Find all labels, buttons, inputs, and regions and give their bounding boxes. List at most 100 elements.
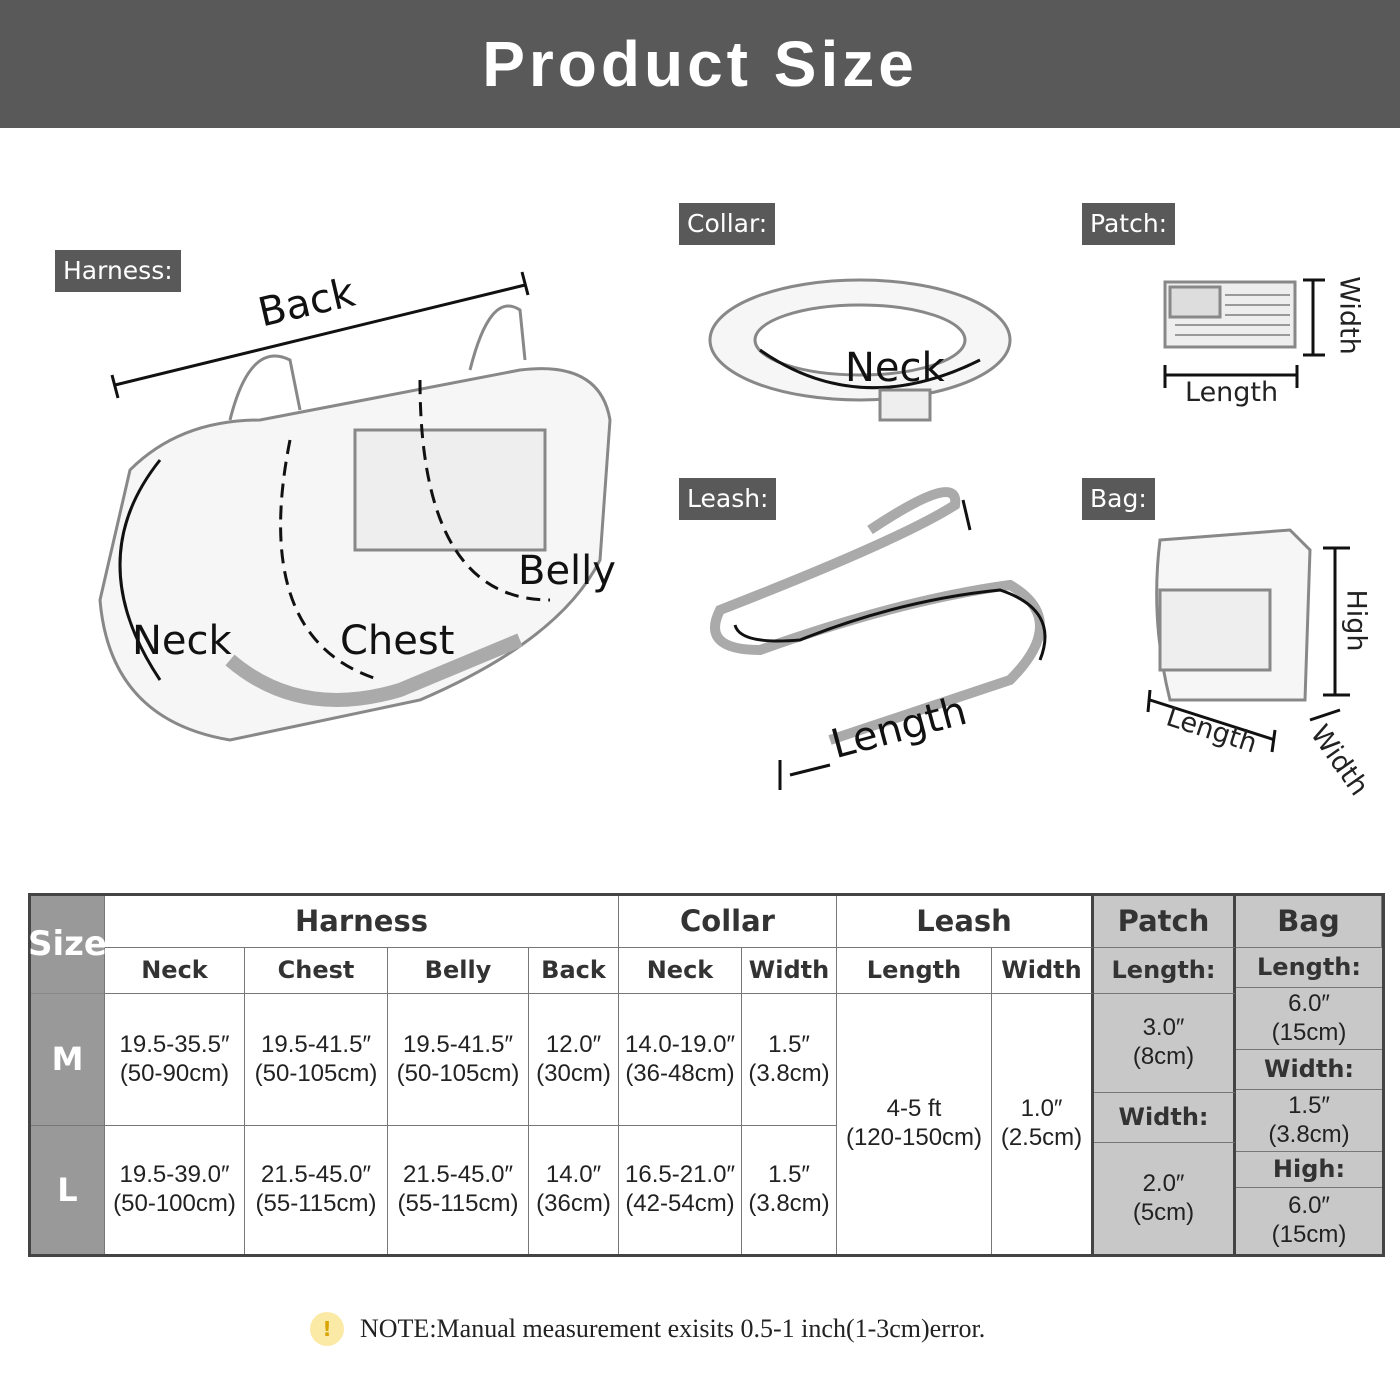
- value-cm: (50-105cm): [396, 1059, 520, 1087]
- value-in: 21.5-45.0″: [261, 1161, 371, 1189]
- patch-tag: Patch:: [1082, 203, 1176, 245]
- leash-length-header: Length: [837, 948, 992, 994]
- bag-high-label: High: [1340, 589, 1372, 652]
- harness-belly-label: Belly: [518, 548, 616, 594]
- collar-width-header: Width: [742, 948, 837, 994]
- value-cm: (120-150cm): [845, 1124, 983, 1151]
- value-in: 16.5-21.0″: [625, 1161, 735, 1189]
- h-back-cell: 12.0″(30cm): [529, 994, 619, 1126]
- h-belly-cell: 21.5-45.0″(55-115cm): [388, 1126, 529, 1254]
- value-cm: (3.8cm): [748, 1190, 830, 1217]
- value-in: 14.0-19.0″: [625, 1030, 735, 1058]
- value-in: 12.0″: [545, 1030, 602, 1058]
- c-neck-cell: 16.5-21.0″(42-54cm): [619, 1126, 742, 1254]
- h-chest-cell: 19.5-41.5″(50-105cm): [245, 994, 388, 1126]
- patch-group-header: Patch: [1094, 896, 1236, 948]
- harness-tag: Harness:: [55, 250, 181, 292]
- bag-tag: Bag:: [1082, 478, 1155, 520]
- value-cm: (2.5cm): [1000, 1124, 1083, 1151]
- value-cm: (3.8cm): [1268, 1120, 1350, 1148]
- value-in: 21.5-45.0″: [403, 1161, 513, 1189]
- collar-illustration: [708, 278, 1012, 422]
- value-cm: (55-115cm): [255, 1190, 377, 1217]
- size-table: Size Harness Collar Leash Patch Bag Neck…: [28, 893, 1385, 1257]
- value-in: 1.5″: [1288, 1091, 1330, 1119]
- patch-width-label: Width: [1333, 276, 1365, 355]
- value-cm: (50-100cm): [113, 1190, 236, 1217]
- h-neck-cell: 19.5-35.5″(50-90cm): [105, 994, 245, 1126]
- value-in: 14.0″: [545, 1161, 602, 1189]
- value-cm: (30cm): [536, 1059, 611, 1087]
- c-width-cell: 1.5″(3.8cm): [742, 1126, 837, 1254]
- value-in: 19.5-41.5″: [403, 1030, 513, 1058]
- harness-illustration: [98, 271, 612, 742]
- size-l-cell: L: [31, 1126, 105, 1254]
- harness-group-header: Harness: [105, 896, 619, 948]
- bag-illustration: [1146, 528, 1350, 753]
- patch-width-header: Width:: [1094, 1093, 1236, 1143]
- header-banner: Product Size: [0, 0, 1400, 128]
- collar-group-header: Collar: [619, 896, 837, 948]
- patch-width-cell: 2.0″(5cm): [1094, 1143, 1236, 1254]
- leash-illustration: [710, 487, 1047, 790]
- harness-back-header: Back: [529, 948, 619, 994]
- leash-length-cell: 4-5 ft(120-150cm): [837, 994, 992, 1254]
- value-cm: (15cm): [1271, 1221, 1347, 1248]
- bag-group-header: Bag: [1236, 896, 1382, 948]
- bag-width-cell: 1.5″(3.8cm): [1236, 1090, 1382, 1152]
- patch-length-header: Length:: [1094, 948, 1236, 994]
- collar-tag: Collar:: [679, 203, 776, 245]
- value-in: 4-5 ft: [886, 1095, 942, 1123]
- value-in: 19.5-35.5″: [119, 1030, 230, 1058]
- value-cm: (50-90cm): [119, 1059, 230, 1087]
- size-header: Size: [28, 896, 107, 994]
- value-in: 2.0″: [1142, 1169, 1185, 1197]
- h-belly-cell: 19.5-41.5″(50-105cm): [388, 994, 529, 1126]
- size-m-cell: M: [31, 994, 105, 1126]
- harness-neck-header: Neck: [105, 948, 245, 994]
- value-cm: (3.8cm): [748, 1059, 830, 1087]
- value-in: 19.5-39.0″: [119, 1161, 230, 1189]
- leash-width-header: Width: [992, 948, 1094, 994]
- value-cm: (8cm): [1132, 1043, 1195, 1070]
- value-cm: (36-48cm): [625, 1059, 735, 1087]
- patch-length-cell: 3.0″(8cm): [1094, 994, 1236, 1093]
- c-width-cell: 1.5″(3.8cm): [742, 994, 837, 1126]
- value-cm: (36cm): [536, 1190, 611, 1217]
- collar-neck-label: Neck: [845, 345, 945, 391]
- value-in: 1.0″: [1020, 1095, 1063, 1123]
- measurement-note: ! NOTE:Manual measurement exisits 0.5-1 …: [310, 1312, 985, 1346]
- h-neck-cell: 19.5-39.0″(50-100cm): [105, 1126, 245, 1254]
- bag-length-header: Length:: [1236, 948, 1382, 988]
- value-cm: (15cm): [1271, 1018, 1347, 1046]
- leash-width-cell: 1.0″(2.5cm): [992, 994, 1094, 1254]
- leash-group-header: Leash: [837, 896, 1094, 948]
- value-in: 3.0″: [1142, 1014, 1185, 1042]
- collar-neck-header: Neck: [619, 948, 742, 994]
- value-in: 6.0″: [1288, 1192, 1330, 1220]
- bag-length-cell: 6.0″(15cm): [1236, 988, 1382, 1050]
- h-chest-cell: 21.5-45.0″(55-115cm): [245, 1126, 388, 1254]
- value-cm: (5cm): [1132, 1198, 1195, 1226]
- exclamation-icon: !: [310, 1312, 344, 1346]
- value-in: 1.5″: [768, 1161, 810, 1189]
- leash-tag: Leash:: [679, 478, 777, 520]
- harness-chest-header: Chest: [245, 948, 388, 994]
- h-back-cell: 14.0″(36cm): [529, 1126, 619, 1254]
- bag-high-cell: 6.0″(15cm): [1236, 1188, 1382, 1254]
- value-in: 6.0″: [1288, 989, 1330, 1017]
- bag-high-header: High:: [1236, 1152, 1382, 1188]
- patch-illustration: [1163, 278, 1325, 388]
- patch-length-label: Length: [1185, 377, 1279, 408]
- page-title: Product Size: [482, 28, 918, 100]
- value-cm: (42-54cm): [625, 1190, 735, 1217]
- value-cm: (50-105cm): [254, 1059, 378, 1087]
- harness-neck-label: Neck: [132, 618, 232, 664]
- harness-chest-label: Chest: [340, 618, 455, 664]
- value-cm: (55-115cm): [397, 1190, 519, 1217]
- value-in: 19.5-41.5″: [261, 1030, 371, 1058]
- bag-width-header: Width:: [1236, 1050, 1382, 1090]
- harness-belly-header: Belly: [388, 948, 529, 994]
- product-illustrations: [98, 271, 1350, 790]
- note-text: NOTE:Manual measurement exisits 0.5-1 in…: [360, 1314, 986, 1343]
